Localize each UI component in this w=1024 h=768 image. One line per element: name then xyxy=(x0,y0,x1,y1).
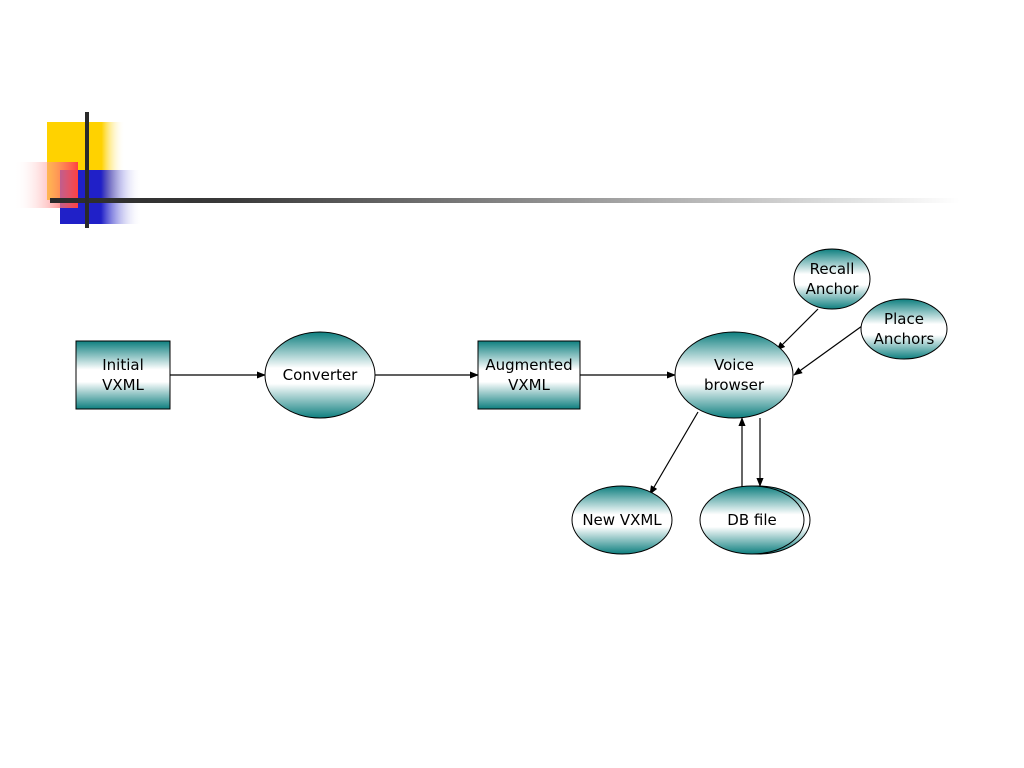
converter-shape xyxy=(264,331,376,419)
db-file-shape xyxy=(699,485,805,555)
node-converter: Converter xyxy=(264,331,376,419)
place-anchors-label-line-1: Place xyxy=(884,310,924,328)
node-db-file: DB file xyxy=(699,485,811,555)
initial-vxml-label-line-1: Initial xyxy=(102,356,144,374)
node-voice-browser: Voice browser xyxy=(674,331,794,419)
voice-browser-label-line-2: browser xyxy=(704,376,765,394)
recall-anchor-label-line-1: Recall xyxy=(810,260,855,278)
node-new-vxml: New VXML xyxy=(571,485,673,555)
title-ornament xyxy=(14,112,960,228)
voice-browser-label-line-1: Voice xyxy=(714,356,754,374)
new-vxml-label-line-1: New VXML xyxy=(582,511,662,529)
db-file-label-line-1: DB file xyxy=(727,511,776,529)
arrow-place-anchors-to-voice-browser xyxy=(793,325,863,376)
initial-vxml-label-line-2: VXML xyxy=(102,376,144,394)
horizontal-rule xyxy=(50,198,960,203)
arrow-recall-anchor-to-voice-browser xyxy=(776,308,819,351)
augmented-vxml-label-line-1: Augmented xyxy=(485,356,572,374)
vertical-rule xyxy=(85,112,89,228)
place-anchors-label-line-2: Anchors xyxy=(874,330,935,348)
augmented-vxml-label-line-2: VXML xyxy=(508,376,550,394)
new-vxml-shape xyxy=(571,485,673,555)
recall-anchor-shape xyxy=(793,248,871,310)
arrow-voice-browser-to-new-vxml xyxy=(649,411,699,495)
edges-layer xyxy=(170,308,863,495)
recall-anchor-label-line-2: Anchor xyxy=(806,280,860,298)
converter-label-line-1: Converter xyxy=(283,366,359,384)
place-anchors-shape xyxy=(860,298,948,360)
voice-browser-shape xyxy=(674,331,794,419)
augmented-vxml-shape xyxy=(477,340,581,410)
initial-vxml-shape xyxy=(75,340,171,410)
